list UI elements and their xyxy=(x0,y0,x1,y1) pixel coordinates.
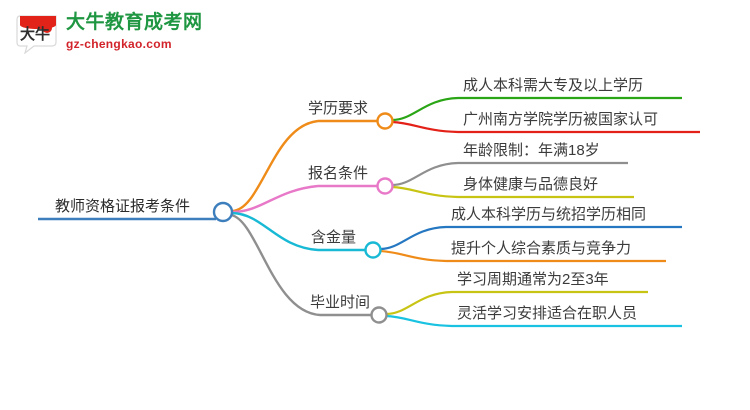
branch-node-circle-baoming[interactable] xyxy=(376,177,394,195)
leaf-label-xueli-1[interactable]: 成人本科需大专及以上学历 xyxy=(463,77,644,94)
leaf-label-hanjinliang-1[interactable]: 成人本科学历与统招学历相同 xyxy=(451,206,647,223)
branch-node-circle-biye[interactable] xyxy=(370,306,388,324)
branch-label-xueli[interactable]: 学历要求 xyxy=(308,100,369,117)
link-hanjinliang-to-leaf2 xyxy=(379,249,447,263)
link-xueli-to-leaf1 xyxy=(391,96,459,122)
branch-node-circle-hanjinliang[interactable] xyxy=(364,241,382,259)
root-node-label[interactable]: 教师资格证报考条件 xyxy=(55,198,191,215)
leaf-label-baoming-2[interactable]: 身体健康与品德良好 xyxy=(463,176,599,193)
link-baoming-to-leaf2 xyxy=(391,185,459,199)
daniu-logo-icon: 大牛 xyxy=(16,15,57,54)
leaf-label-biye-1[interactable]: 学习周期通常为2至3年 xyxy=(457,271,609,288)
link-root-to-xueli xyxy=(231,119,319,213)
leaf-label-hanjinliang-2[interactable]: 提升个人综合素质与竞争力 xyxy=(451,240,632,257)
leaf-label-biye-2[interactable]: 灵活学习安排适合在职人员 xyxy=(457,305,638,322)
link-biye-to-leaf1 xyxy=(385,290,453,316)
link-root-to-biye xyxy=(230,213,321,317)
logo-title: 大牛教育成考网 xyxy=(66,12,203,33)
logo-wordmark: 大牛教育成考网 gz-chengkao.com xyxy=(66,12,203,52)
leaf-label-xueli-2[interactable]: 广州南方学院学历被国家认可 xyxy=(463,111,659,128)
root-node-circle[interactable] xyxy=(212,201,234,223)
link-biye-to-leaf2 xyxy=(385,314,453,328)
link-hanjinliang-to-leaf1 xyxy=(379,225,447,251)
site-logo: 大牛 大牛教育成考网 gz-chengkao.com xyxy=(16,10,236,58)
leaf-label-baoming-1[interactable]: 年龄限制：年满18岁 xyxy=(463,142,600,159)
branch-label-hanjinliang[interactable]: 含金量 xyxy=(311,229,357,246)
branch-label-biye[interactable]: 毕业时间 xyxy=(310,294,371,311)
link-root-to-hanjinliang xyxy=(231,211,319,252)
link-baoming-to-leaf1 xyxy=(391,161,459,187)
link-root-to-baoming xyxy=(231,184,319,214)
logo-subtitle: gz-chengkao.com xyxy=(66,37,172,51)
link-xueli-to-leaf2 xyxy=(391,120,459,134)
branch-label-baoming[interactable]: 报名条件 xyxy=(308,165,369,182)
svg-text:大牛: 大牛 xyxy=(20,25,50,43)
branch-node-circle-xueli[interactable] xyxy=(376,112,394,130)
